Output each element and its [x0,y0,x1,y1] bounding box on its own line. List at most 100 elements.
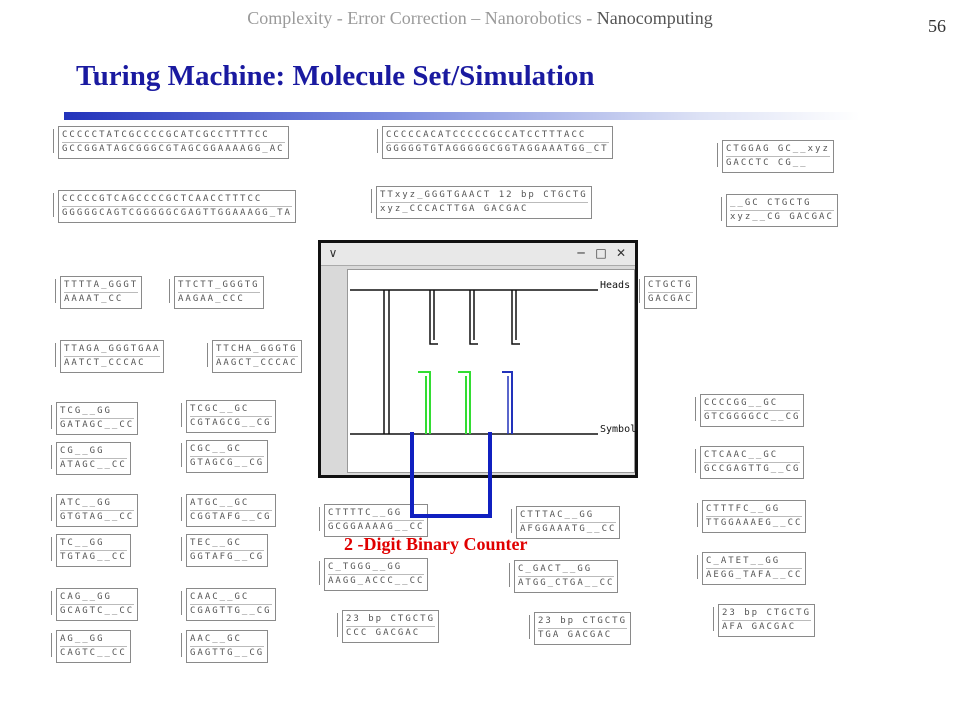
molecule-top-strand: CTTTAC__GG [520,509,617,523]
molecule-top-strand: __GC CTGCTG [730,197,834,211]
molecule-bottom-strand: GCCGAGTTG__CG [704,464,801,474]
molecule-top-strand: CG__GG [60,445,127,459]
molecule-bottom-strand: AAGAA_CCC [178,294,245,304]
molecule-top-strand: TTCTT_GGGTG [178,279,260,293]
molecule-top-strand: TTxyz_GGGTGAACT 12 bp CTGCTG [380,189,588,203]
molecule-top-strand: 23 bp CTGCTG [538,615,628,629]
molecule-bottom-strand: xyz_CCCACTTGA GACGAC [380,204,529,214]
molecule-bottom-strand: TGA GACGAC [538,630,613,640]
molecule-top-strand: CCCCCGTCAGCCCCGCTCAACCTTTCC [62,193,292,207]
molecule-top-strand: C_ATET__GG [706,555,803,569]
binary-counter-caption: 2 -Digit Binary Counter [344,534,528,554]
molecule-bottom-strand: xyz__CG GACGAC [730,212,834,222]
molecule-bottom-strand: CGTAGCG__CG [190,418,272,428]
molecule-bottom-strand: CGAGTTG__CG [190,606,272,616]
counter-wire [410,432,414,518]
molecule-bottom-strand: TGTAG__CC [60,552,127,562]
molecule-bottom-strand: GAGTTG__CG [190,648,265,658]
molecule-bottom-strand: CGGTAFG__CG [190,512,272,522]
molecule-bottom-strand: AFA GACGAC [722,622,797,632]
molecule-bottom-strand: GGGGGTGTAGGGGGCGGTAGGAAATGG_CT [386,144,609,154]
molecule-bottom-strand: GCAGTC__CC [60,606,135,616]
symbol-label: Symbol [600,424,637,435]
molecule-top-strand: TTCHA_GGGTG [216,343,298,357]
molecule-top-strand: CTGGAG GC__xyz [726,143,830,157]
molecule-bottom-strand: GGGGGCAGTCGGGGGCGAGTTGGAAAGG_TA [62,208,292,218]
minimize-icon[interactable]: ─ [577,246,585,260]
molecule-top-strand: ATGC__GC [190,497,272,511]
chevron-down-icon[interactable]: ∨ [328,246,338,260]
molecule-top-strand: CCCCCTATCGCCCCGCATCGCCTTTTCC [62,129,285,143]
molecule-top-strand: CAG__GG [60,591,135,605]
molecule-top-strand: 23 bp CTGCTG [722,607,812,621]
molecule-top-strand: CTTTFC__GG [706,503,803,517]
molecule-bottom-strand: GCCGGATAGCGGGCGTAGCGGAAAAGG_AC [62,144,285,154]
molecule-bottom-strand: GTAGCG__CG [190,458,265,468]
molecule-top-strand: C_GACT__GG [518,563,615,577]
molecule-top-strand: CCCCCACATCCCCCGCCATCCTTTACC [386,129,609,143]
molecule-top-strand: TCGC__GC [190,403,272,417]
counter-wire [488,432,492,518]
molecule-top-strand: CCCCGG__GC [704,397,801,411]
molecule-bottom-strand: AFGGAAATG__CC [520,524,617,534]
molecule-top-strand: CGC__GC [190,443,265,457]
molecule-top-strand: CTCAAC__GC [704,449,801,463]
page-number: 56 [928,16,946,36]
molecule-bottom-strand: AAGG_ACCC__CC [328,576,425,586]
close-icon[interactable]: ✕ [615,246,627,260]
molecule-bottom-strand: TTGGAAAEG__CC [706,518,803,528]
molecule-bottom-strand: AAGCT_CCCAC [216,358,298,368]
molecule-top-strand: CTGCTG [648,279,693,293]
molecule-bottom-strand: GCGGAAAAG__CC [328,522,425,532]
molecule-top-strand: 23 bp CTGCTG [346,613,436,627]
molecule-bottom-strand: GTGTAG__CC [60,512,135,522]
molecule-bottom-strand: GATAGC__CC [60,420,135,430]
window-title-bar[interactable]: ∨ ─ □ ✕ [321,243,635,266]
molecule-top-strand: CAAC__GC [190,591,272,605]
header-active-topic: Nanocomputing [596,8,713,28]
simulation-window: ∨ ─ □ ✕ Heads [318,240,638,478]
slide-title: Turing Machine: Molecule Set/Simulation [76,60,595,92]
title-underline [64,112,860,120]
molecule-bottom-strand: GACCTC CG__ [726,158,808,168]
molecule-bottom-strand: CCC GACGAC [346,628,421,638]
molecule-top-strand: ATC__GG [60,497,135,511]
molecule-bottom-strand: AATCT_CCCAC [64,358,146,368]
molecule-top-strand: TCG__GG [60,405,135,419]
molecule-top-strand: TTAGA_GGGTGAA [64,343,161,357]
maximize-icon[interactable]: □ [595,246,607,260]
molecule-top-strand: CTTTTC__GG [328,507,425,521]
molecule-top-strand: AAC__GC [190,633,265,647]
slide-header: Complexity - Error Correction – Nanorobo… [0,8,960,29]
header-crumbs: Complexity - Error Correction – Nanorobo… [247,8,597,28]
molecule-bottom-strand: AEGG_TAFA__CC [706,570,803,580]
heads-label: Heads [600,280,631,291]
